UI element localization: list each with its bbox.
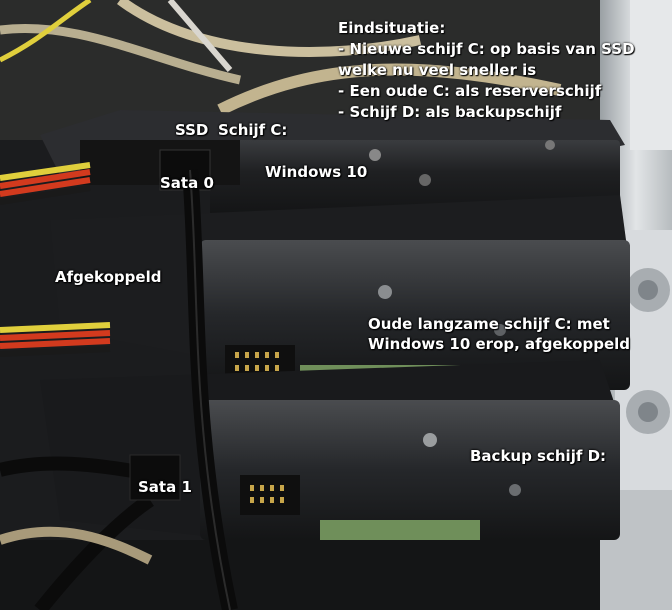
old-drive-line2: Windows 10 erop, afgekoppeld xyxy=(368,335,631,353)
note-line-2: welke nu veel sneller is xyxy=(338,61,537,79)
note-line-4: - Schijf D: als backupschijf xyxy=(338,103,562,121)
note-line-1: - Nieuwe schijf C: op basis van SSD xyxy=(338,40,635,58)
old-drive-line1: Oude langzame schijf C: met xyxy=(368,315,610,333)
note-line-3: - Een oude C: als reserverschijf xyxy=(338,82,602,100)
note-title: Eindsituatie: xyxy=(338,19,446,37)
windows10-label: Windows 10 xyxy=(265,163,368,181)
ssd-label: SSD xyxy=(175,121,209,139)
sata1-label: Sata 1 xyxy=(138,478,192,496)
disconnected-label: Afgekoppeld xyxy=(55,268,162,286)
drive-c-label: Schijf C: xyxy=(218,121,288,139)
final-situation-note: Eindsituatie: - Nieuwe schijf C: op basi… xyxy=(338,18,635,123)
sata0-label: Sata 0 xyxy=(160,174,214,192)
backup-drive-label: Backup schijf D: xyxy=(470,447,607,465)
